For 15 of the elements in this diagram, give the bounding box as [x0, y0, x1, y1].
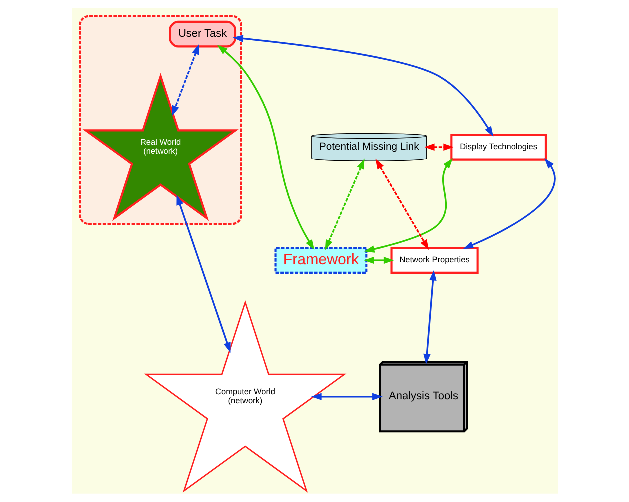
arrow	[462, 158, 556, 250]
node-box: Framework	[274, 247, 368, 274]
arrow	[364, 256, 394, 264]
arrow	[310, 393, 382, 400]
arrow	[176, 194, 230, 353]
node-box: User Task	[168, 20, 236, 48]
arrow	[364, 158, 452, 253]
cluster	[78, 15, 242, 226]
arrow	[423, 270, 436, 364]
arrow	[172, 44, 199, 116]
arrow	[216, 45, 314, 250]
arrow	[324, 158, 364, 250]
arrow	[375, 158, 429, 250]
arrow	[232, 35, 494, 138]
arrow	[424, 144, 454, 152]
